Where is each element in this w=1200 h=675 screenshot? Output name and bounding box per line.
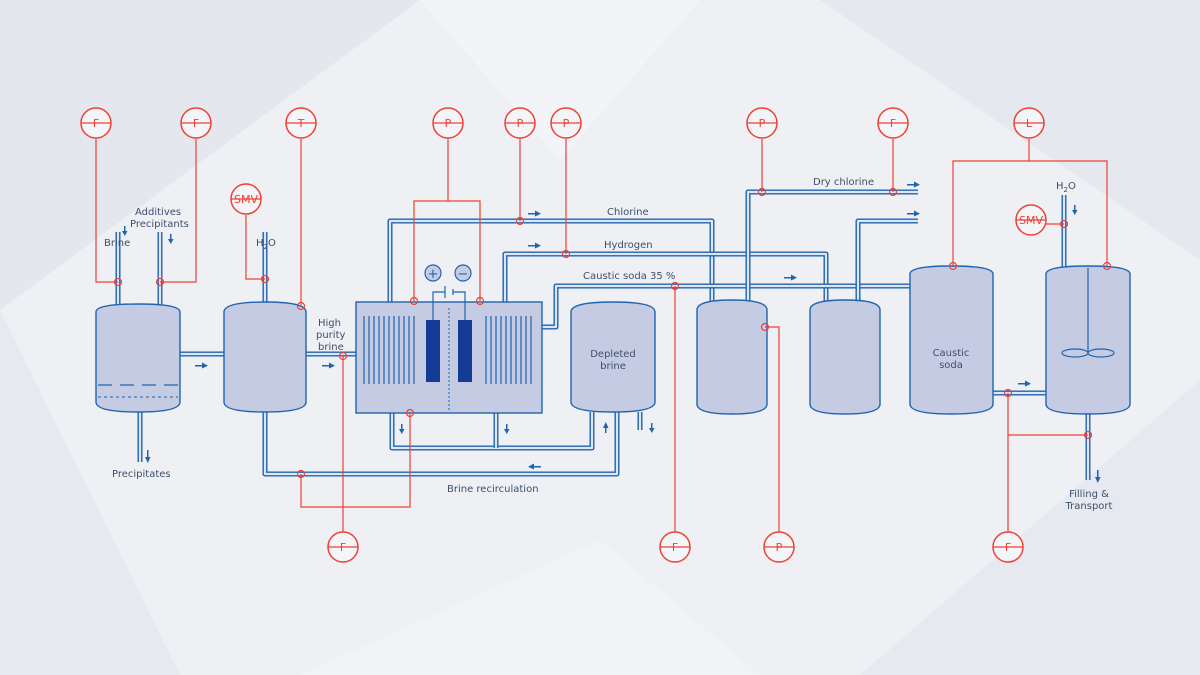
tap-points xyxy=(113,187,1112,479)
anode xyxy=(426,320,440,382)
tank-settler xyxy=(95,303,181,413)
label-additives: Additives xyxy=(135,207,181,218)
label-brine: Brine xyxy=(104,238,130,249)
tank-caustic-soda xyxy=(909,265,994,415)
label-depleted: Depleted xyxy=(590,349,636,360)
label-brine-recirculation: Brine recirculation xyxy=(447,484,539,495)
label-chlorine: Chlorine xyxy=(607,207,649,218)
label-h2o-right: H2O xyxy=(1056,181,1076,194)
tank-hydrogen-dryer xyxy=(809,299,881,415)
stream-labels: Brine Additives Precipitants H2O High pu… xyxy=(104,177,1113,512)
label-soda: soda xyxy=(939,360,963,371)
label-depleted-brine: brine xyxy=(600,361,626,372)
vessels: + − xyxy=(95,264,1131,415)
label-brine-hp: brine xyxy=(318,342,344,353)
label-precipitates: Precipitates xyxy=(112,469,171,480)
label-filling: Filling & xyxy=(1069,489,1109,500)
minus-terminal-icon xyxy=(454,264,472,282)
label-dry-chlorine: Dry chlorine xyxy=(813,177,874,188)
label-transport: Transport xyxy=(1065,501,1113,512)
label-precipitants: Precipitants xyxy=(130,219,189,230)
label-hydrogen: Hydrogen xyxy=(604,240,653,251)
label-h2o-left: H2O xyxy=(256,238,276,251)
label-high: High xyxy=(318,318,341,329)
process-pipes xyxy=(115,189,1091,480)
minus-terminal: − xyxy=(458,267,469,282)
tank-chlorine-dryer xyxy=(696,299,768,415)
flow-arrows xyxy=(122,181,1101,483)
plus-terminal: + xyxy=(428,267,439,282)
label-caustic: Caustic xyxy=(933,348,970,359)
cell-membranes xyxy=(363,316,532,384)
label-purity: purity xyxy=(316,330,345,341)
tank-purifier xyxy=(223,301,307,413)
instruments: F F T P P P P F L SMV SMV F xyxy=(80,107,1047,563)
label-caustic-35: Caustic soda 35 % xyxy=(583,271,675,282)
cathode xyxy=(458,320,472,382)
signal-lines xyxy=(95,139,1108,532)
tank-depleted-brine xyxy=(570,301,656,413)
plus-terminal-icon xyxy=(424,264,442,282)
